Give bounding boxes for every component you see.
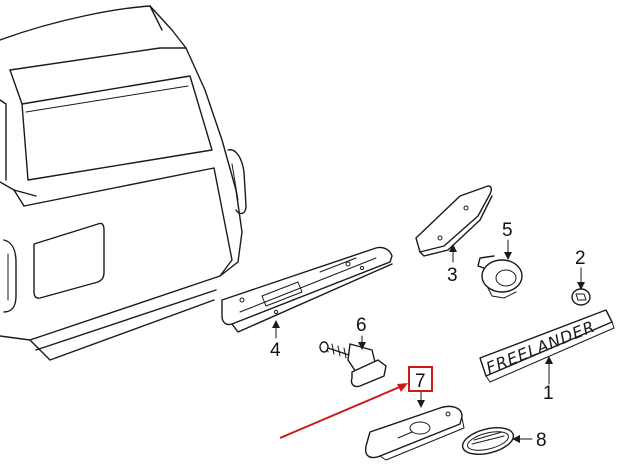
part-7-tailgate-handle xyxy=(364,405,465,461)
callout-6: 6 xyxy=(356,315,367,336)
callout-2: 2 xyxy=(575,248,586,269)
badge-text: FREELANDER xyxy=(483,317,598,378)
callout-5: 5 xyxy=(502,220,513,241)
part-2-clip xyxy=(571,288,591,306)
part-3-bracket xyxy=(415,185,493,257)
vehicle-rear-body xyxy=(0,5,247,361)
callout-4: 4 xyxy=(270,340,281,361)
callout-7: 7 xyxy=(415,371,426,392)
part-4-tailgate-trim-panel xyxy=(221,246,393,333)
highlight-box xyxy=(408,366,433,392)
callout-1: 1 xyxy=(543,383,554,404)
part-6-switch-assembly xyxy=(319,341,387,388)
part-5-grommet xyxy=(477,255,523,299)
part-1-nameplate-badge: FREELANDER xyxy=(479,309,615,383)
highlight-pointer xyxy=(279,366,433,439)
part-8-oval-emblem xyxy=(461,427,515,455)
leader-arrows xyxy=(272,239,585,443)
callout-3: 3 xyxy=(447,265,458,286)
callout-8: 8 xyxy=(536,430,547,451)
